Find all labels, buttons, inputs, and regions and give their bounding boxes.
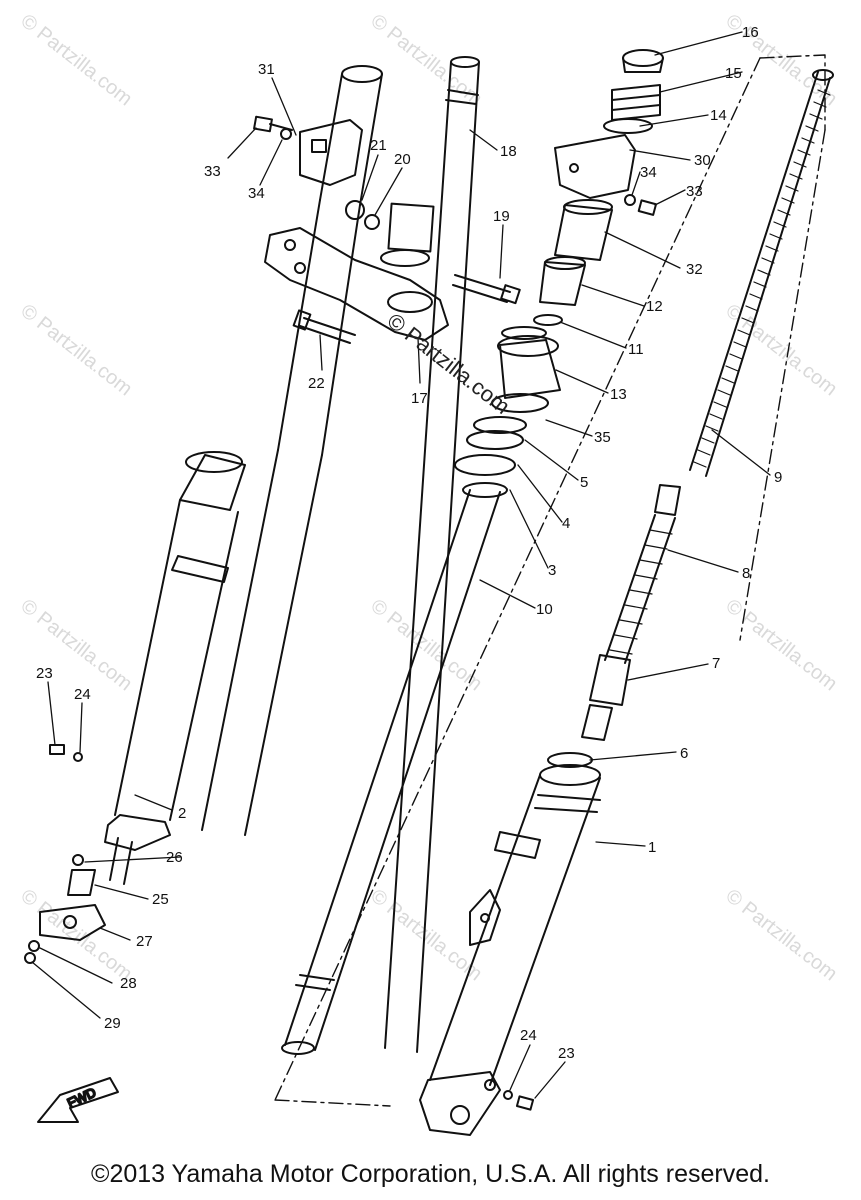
callout-5: 5 [580,474,588,491]
callout-9: 9 [774,469,782,486]
callout-34a: 34 [248,185,265,202]
callout-14: 14 [710,107,727,124]
callout-20: 20 [394,151,411,168]
callout-29: 29 [104,1015,121,1032]
left-fork-assembly [24,65,449,964]
right-fork-assembly [419,49,834,1136]
fwd-arrow-icon [37,1077,119,1123]
callout-33b: 33 [686,183,703,200]
callout-35: 35 [594,429,611,446]
callout-15: 15 [725,65,742,82]
callout-16: 16 [742,24,759,41]
leader-lines [31,31,771,1099]
callout-23a: 23 [36,665,53,682]
exploded-fork-diagram: FWD [24,24,834,1136]
callout-22: 22 [308,375,325,392]
callout-24b: 24 [520,1027,537,1044]
callout-2: 2 [178,805,186,822]
copyright-notice: ©2013 Yamaha Motor Corporation, U.S.A. A… [91,1160,770,1188]
callout-31: 31 [258,61,275,78]
callout-13: 13 [610,386,627,403]
callout-12: 12 [646,298,663,315]
callout-34b: 34 [640,164,657,181]
callout-33a: 33 [204,163,221,180]
inner-tube [281,56,561,1055]
callout-4: 4 [562,515,570,532]
callout-30: 30 [694,152,711,169]
callout-24a: 24 [74,686,91,703]
callout-17: 17 [411,390,428,407]
callout-27: 27 [136,933,153,950]
callout-6: 6 [680,745,688,762]
callout-25: 25 [152,891,169,908]
callout-1: 1 [648,839,656,856]
callout-labels: 1 2 3 4 5 6 7 8 9 10 11 12 13 14 15 16 1… [36,24,782,1062]
callout-32: 32 [686,261,703,278]
callout-11: 11 [628,341,644,358]
callout-26: 26 [166,849,183,866]
callout-3: 3 [548,562,556,579]
callout-7: 7 [712,655,720,672]
callout-19: 19 [493,208,510,225]
callout-21: 21 [370,137,387,154]
callout-10: 10 [536,601,553,618]
callout-23b: 23 [558,1045,575,1062]
callout-18: 18 [500,143,517,160]
callout-8: 8 [742,565,750,582]
callout-28: 28 [120,975,137,992]
fwd-label: FWD [65,1085,98,1111]
